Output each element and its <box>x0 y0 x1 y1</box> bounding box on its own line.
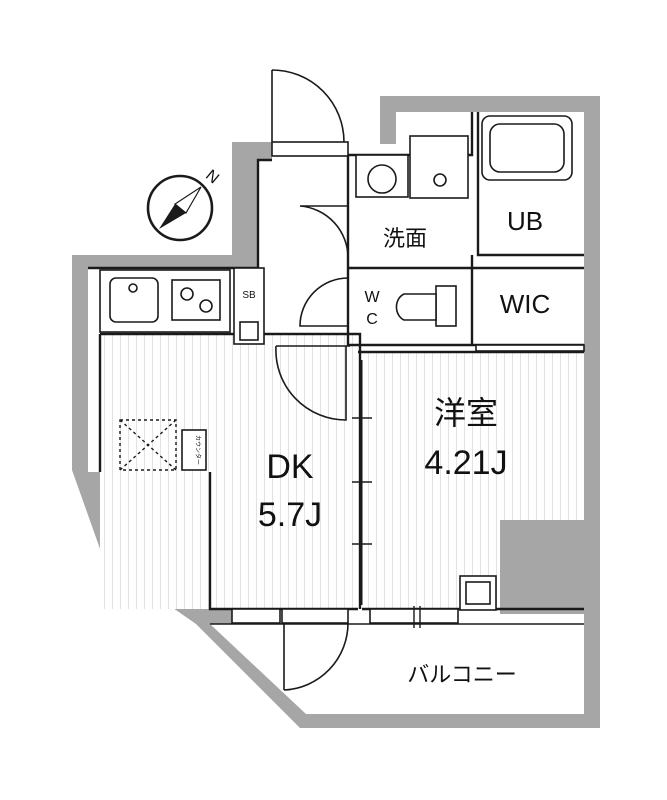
washroom: 洗面 <box>299 135 469 259</box>
bathtub <box>481 115 573 181</box>
dk-door[interactable] <box>275 345 350 421</box>
stove <box>171 279 221 321</box>
toilet-c-label: C <box>366 311 378 328</box>
sink-basin <box>355 154 409 198</box>
walk-in-closet: WIC <box>475 289 585 352</box>
shoe-box <box>233 267 265 345</box>
toilet-room: W C <box>299 277 457 328</box>
washer-pan <box>409 135 469 199</box>
compass-icon: N <box>146 167 222 242</box>
bedroom-size: 4.21J <box>424 444 507 482</box>
unit-bath: UB <box>481 115 573 236</box>
floors <box>100 334 584 610</box>
dk-size: 5.7J <box>258 496 322 534</box>
balcony-label: バルコニー <box>407 663 517 688</box>
counter-cabinet <box>181 429 207 471</box>
entrance-door[interactable] <box>271 69 349 157</box>
kitchen-sink <box>109 277 159 323</box>
fridge-space: カウンター <box>119 419 207 471</box>
closet-label: WIC <box>500 289 551 319</box>
washroom-door[interactable] <box>299 205 349 259</box>
toilet-door[interactable] <box>299 277 349 327</box>
balcony-door[interactable] <box>281 608 349 691</box>
bedroom-wall-notch <box>500 520 584 610</box>
kitchen: SB <box>99 267 265 345</box>
toilet-tank <box>435 285 457 327</box>
dk-floor <box>100 334 360 609</box>
shoe-box-label: SB <box>242 290 256 301</box>
washroom-label: 洗面 <box>383 227 427 252</box>
bedroom-name: 洋室 <box>434 394 498 432</box>
bath-label: UB <box>507 206 543 236</box>
compass-north-label: N <box>202 167 222 187</box>
toilet-w-label: W <box>364 289 380 306</box>
toilet-bowl <box>395 293 437 321</box>
sliding-partition[interactable] <box>352 360 372 605</box>
dk-name: DK <box>266 448 314 486</box>
counter-label: カウンター <box>194 435 202 465</box>
